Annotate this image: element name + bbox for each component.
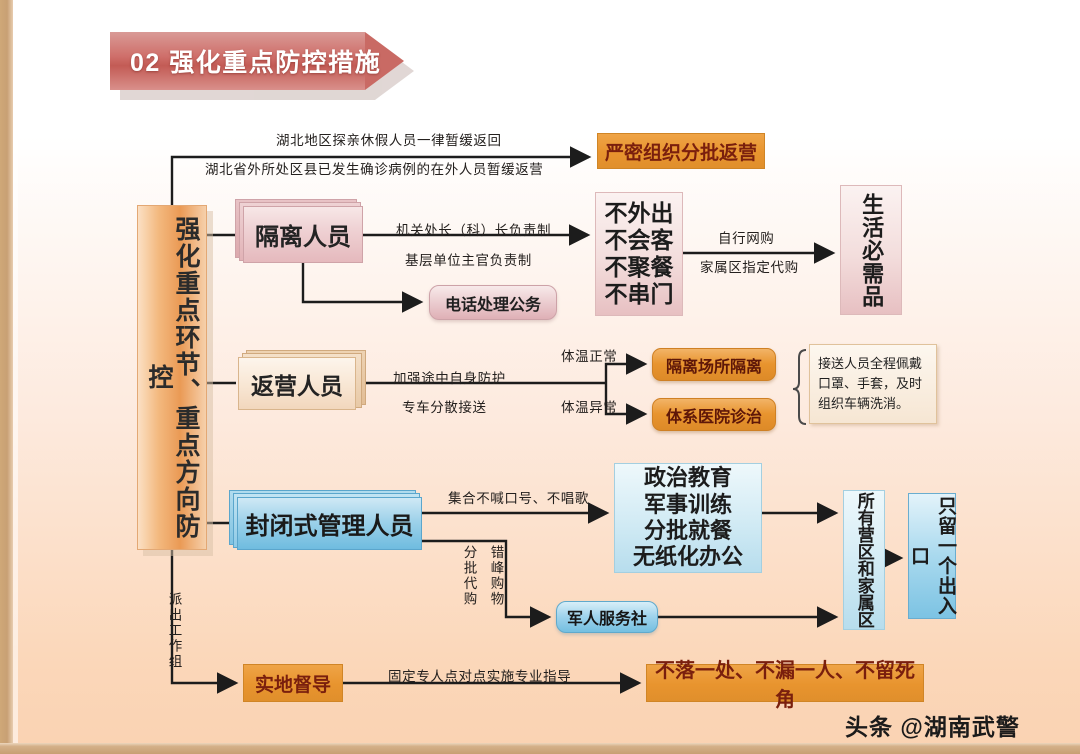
temp-abnormal-label: 体温异常: [561, 400, 618, 415]
soldier-service-shop-box: 军人服务社: [556, 601, 658, 633]
isolation-rules-box: 不外出 不会客 不聚餐 不串门: [595, 192, 683, 316]
all-camps-zone-box: 所有营区和家属区: [843, 490, 885, 630]
bottom-frame-border: [0, 743, 1080, 754]
isolation-site-box: 隔离场所隔离: [652, 348, 776, 381]
returning-label-1: 加强途中自身防护: [393, 371, 506, 386]
main-pillar: 强化重点环节、重点方向防控: [137, 205, 207, 550]
transport-note-card: 接送人员全程佩戴口罩、手套，及时组织车辆洗消。: [809, 344, 937, 424]
phone-duty-box: 电话处理公务: [429, 285, 557, 320]
purchase-label-2: 家属区指定代购: [700, 260, 799, 275]
section-banner: 02 强化重点防控措施: [110, 32, 404, 90]
strict-return-box: 严密组织分批返营: [597, 133, 765, 169]
batch-buy-label: 分批代购: [461, 545, 477, 607]
offpeak-buy-label: 错峰购物: [488, 545, 504, 607]
returning-label-2: 专车分散接送: [402, 400, 487, 415]
daily-activities-box: 政治教育 军事训练 分批就餐 无纸化办公: [614, 463, 762, 573]
onsite-supervision-box: 实地督导: [243, 664, 343, 702]
temp-normal-label: 体温正常: [561, 349, 618, 364]
watermark-text: 头条 @湖南武警: [845, 714, 1020, 740]
purchase-label-1: 自行网购: [718, 231, 775, 246]
single-exit-box: 只留一个出入口: [908, 493, 956, 619]
closed-management-personnel-box: 封闭式管理人员: [237, 497, 422, 550]
isolation-personnel-box: 隔离人员: [243, 206, 363, 263]
left-frame-highlight: [13, 0, 18, 754]
top-branch-label-2: 湖北省外所处区县已发生确诊病例的在外人员暂缓返营: [205, 162, 544, 177]
isolation-label-2: 基层单位主官负责制: [405, 253, 532, 268]
daily-necessities-box: 生活必需品: [840, 185, 902, 315]
banner-title: 02 强化重点防控措施: [130, 49, 382, 77]
supervision-result-box: 不落一处、不漏一人、不留死角: [646, 660, 924, 711]
dispatch-workteam-label: 派出工作组: [166, 592, 182, 670]
isolation-label-1: 机关处长（科）长负责制: [396, 223, 552, 238]
supervision-label: 固定专人点对点实施专业指导: [388, 669, 572, 684]
hospital-treatment-box: 体系医院诊治: [652, 398, 776, 431]
returning-personnel-box: 返营人员: [238, 357, 356, 410]
left-frame-border: [0, 0, 13, 754]
assembly-rule-label: 集合不喊口号、不唱歌: [448, 491, 589, 506]
top-branch-label-1: 湖北地区探亲休假人员一律暂缓返回: [276, 133, 502, 148]
